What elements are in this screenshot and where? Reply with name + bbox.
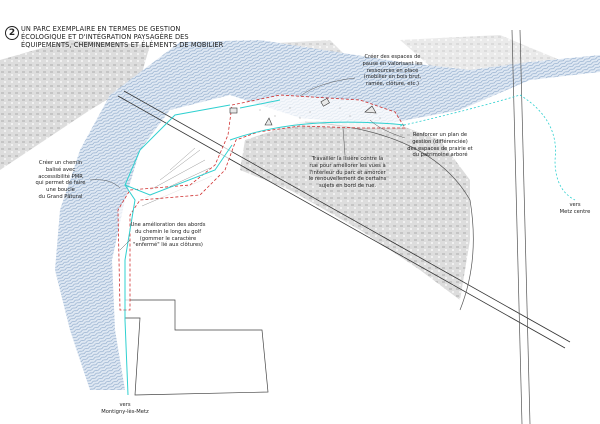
golf-plot: [124, 299, 269, 396]
annotation-management-plan: Renforcer un plan de gestion (différenci…: [407, 132, 473, 159]
section-number-badge: 2: [5, 26, 19, 40]
north-south-road: [511, 29, 531, 424]
title-line: UN PARC EXEMPLAIRE EN TERMES DE GESTION: [21, 25, 181, 33]
accessible-loop-path: [124, 99, 406, 396]
leader-lines: [89, 77, 406, 251]
river-moselle: [55, 40, 600, 390]
annotation-golf-path: Une amélioration des abords du chemin le…: [130, 222, 206, 249]
park-perimeter: [117, 94, 406, 311]
destination-montigny: vers Montigny-lès-Metz: [101, 402, 149, 415]
annotation-street-edge: Travailler la lisière contre la rue pour…: [308, 156, 387, 190]
annotation-rest-areas: Créer des espaces de pause en valorisant…: [362, 54, 423, 88]
page-title: UN PARC EXEMPLAIRE EN TERMES DE GESTION …: [21, 25, 223, 49]
annotation-accessible-path: Créer un chemin balisé avec accessibilit…: [35, 160, 86, 200]
path-to-metz-centre: [399, 94, 576, 201]
title-line: ÉCOLOGIQUE ET D'INTÉGRATION PAYSAGÈRE DE…: [21, 33, 189, 41]
rest-area-markers: [229, 97, 377, 126]
district-edge-road: [304, 121, 474, 311]
park-stipple: [259, 107, 381, 119]
main-road: [117, 90, 571, 349]
title-line: ÉQUIPEMENTS, CHEMINEMENTS ET ÉLÉMENTS DE…: [21, 41, 224, 49]
destination-metz-centre: vers Metz centre: [559, 202, 591, 215]
urban-area-northwest: [0, 40, 150, 170]
urban-area-east-district: [240, 118, 470, 300]
